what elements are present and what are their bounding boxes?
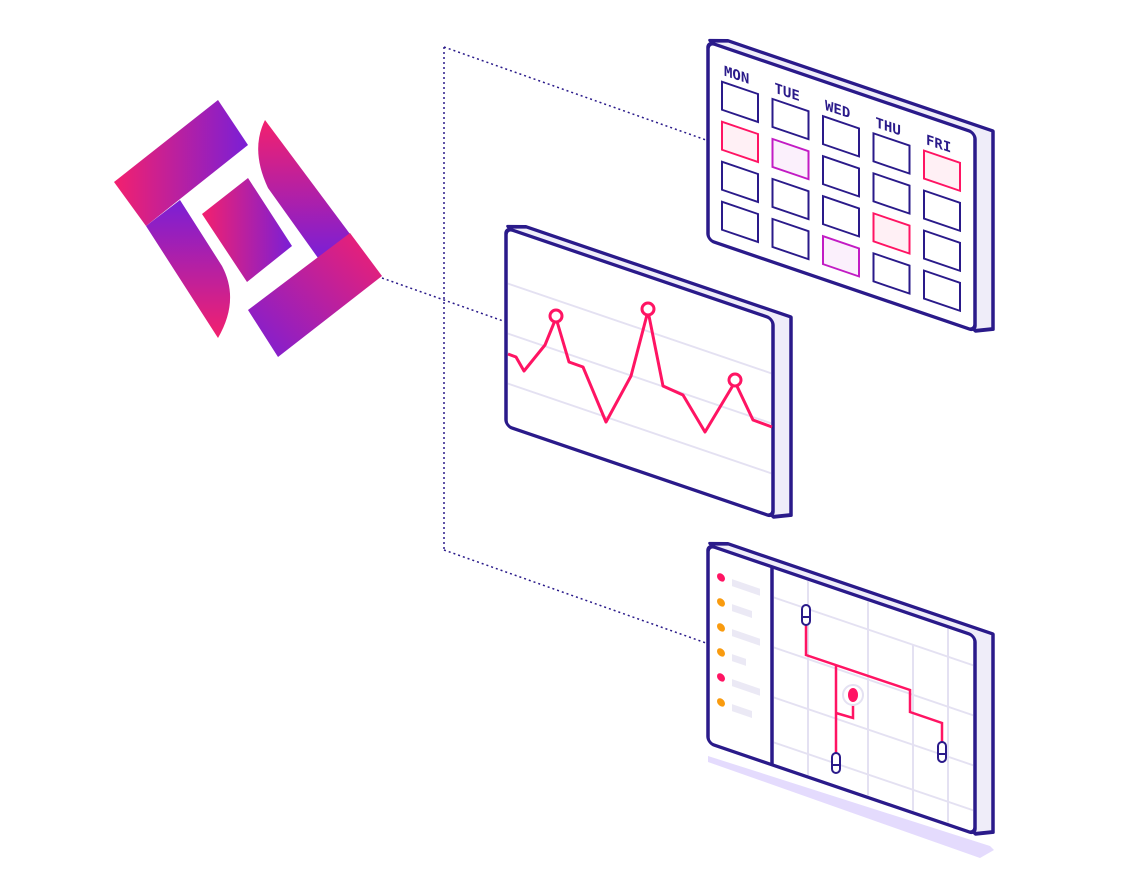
calendar-cell-highlighted[interactable] <box>721 120 759 164</box>
status-dot <box>717 573 725 582</box>
calendar-cell[interactable] <box>923 269 961 313</box>
calendar-cell[interactable] <box>822 114 860 158</box>
map-location-pin <box>848 688 858 702</box>
chart-peak-marker <box>548 308 564 324</box>
calendar-cell[interactable] <box>923 229 961 273</box>
list-item-placeholder <box>732 604 752 618</box>
map-vehicles <box>801 604 947 774</box>
calendar-cell[interactable] <box>872 252 911 295</box>
calendar-cell[interactable] <box>771 177 810 221</box>
calendar-cell[interactable] <box>721 160 759 204</box>
logo-center-square <box>202 178 292 282</box>
logo-bar-bottom-right <box>248 233 382 357</box>
list-item-placeholder <box>732 579 760 596</box>
calendar-cell[interactable] <box>822 154 860 198</box>
list-item-placeholder <box>732 704 752 718</box>
calendar-cell[interactable] <box>822 194 860 238</box>
map-panel-shadow <box>708 756 994 858</box>
chart-series-line <box>507 301 773 434</box>
car-icon <box>801 604 811 626</box>
status-dot <box>717 598 725 607</box>
calendar-cell[interactable] <box>721 200 759 244</box>
list-item-placeholder <box>732 654 746 666</box>
logo-bar-top-left <box>114 100 248 226</box>
calendar-cell[interactable] <box>771 217 810 261</box>
calendar-cell[interactable] <box>721 80 759 124</box>
status-dot <box>717 673 725 682</box>
list-item-placeholder <box>732 679 760 696</box>
calendar-cell-highlighted[interactable] <box>872 212 911 255</box>
chart-peak-marker <box>727 372 743 388</box>
logo-bar-left <box>146 200 231 338</box>
calendar-cell[interactable] <box>771 97 810 141</box>
connector-lines <box>381 46 707 644</box>
status-dot <box>717 623 725 632</box>
logo <box>114 100 382 357</box>
calendar-cell-highlighted[interactable] <box>923 149 961 193</box>
calendar-cell[interactable] <box>872 132 911 175</box>
calendar-cell[interactable] <box>923 189 961 233</box>
chart-panel <box>504 224 793 519</box>
chart-gridlines <box>508 282 771 475</box>
chart-peak-marker <box>640 301 656 317</box>
calendar-cell-highlighted[interactable] <box>822 234 860 278</box>
car-icon <box>831 752 841 774</box>
calendar-cell[interactable] <box>872 172 911 215</box>
calendar-cell-highlighted[interactable] <box>771 137 810 181</box>
status-dot <box>717 648 725 657</box>
list-item-placeholder <box>732 629 760 646</box>
status-dot <box>717 698 725 707</box>
car-icon <box>937 741 947 763</box>
logo-bar-right <box>258 120 350 258</box>
